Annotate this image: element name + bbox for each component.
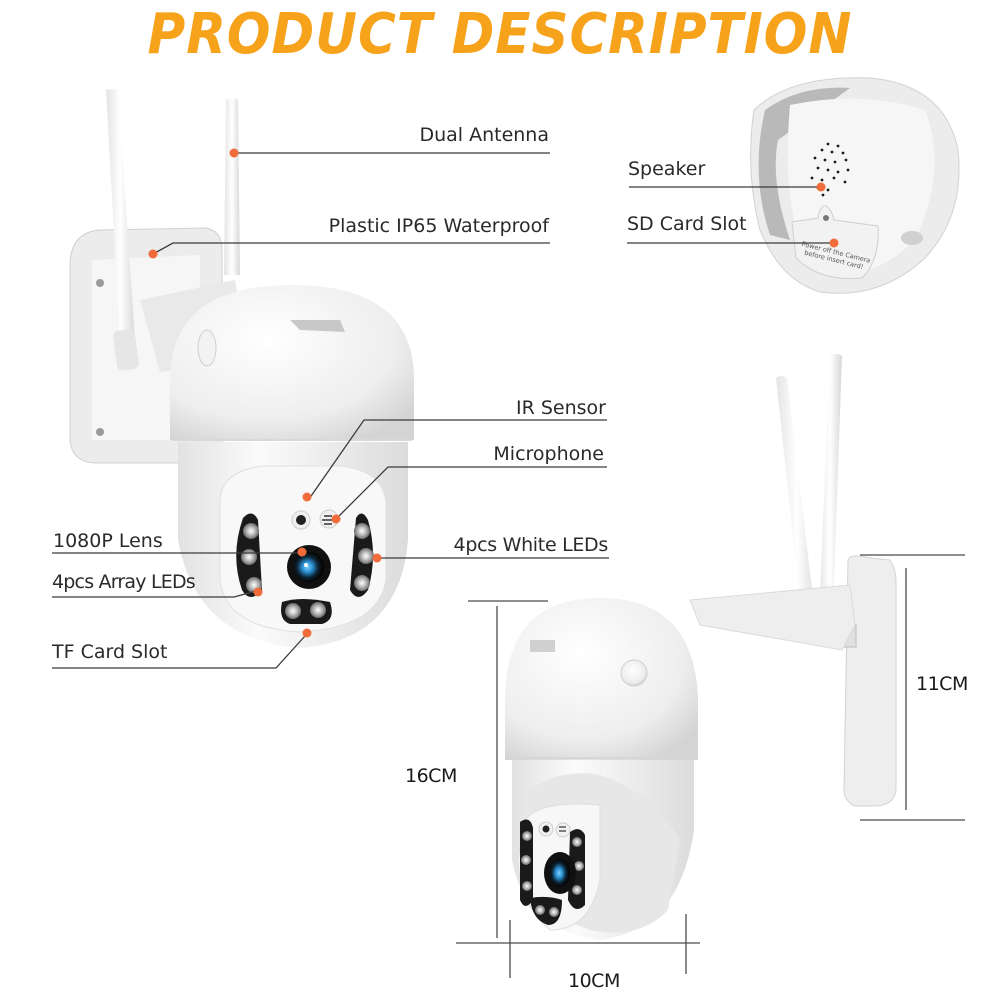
label-lens: 1080P Lens: [53, 530, 163, 552]
led-array-side: [521, 831, 584, 917]
label-speaker: Speaker: [628, 158, 706, 180]
dimension-width: 10CM: [568, 970, 620, 992]
mount-back-view: Power off the Camera before insert card!: [750, 77, 960, 294]
dimension-mount-height: 11CM: [916, 673, 968, 695]
label-white-leds: 4pcs White LEDs: [453, 534, 609, 556]
page-title: PRODUCT DESCRIPTION: [147, 2, 853, 67]
label-dual-antenna: Dual Antenna: [419, 124, 549, 146]
dimension-height: 16CM: [405, 765, 457, 787]
mount-callout-lines: [627, 186, 833, 244]
speaker-holes: [810, 142, 850, 197]
label-sd-card-slot: SD Card Slot: [627, 213, 747, 235]
led-array: [241, 523, 374, 619]
callout-dots: [148, 148, 382, 638]
callout-lines: [52, 152, 609, 669]
label-tf-card-slot: TF Card Slot: [52, 641, 168, 663]
label-microphone: Microphone: [493, 443, 604, 465]
label-array-leds: 4pcs Array LEDs: [52, 571, 196, 593]
dimension-camera: [505, 354, 897, 940]
dimension-lines: [456, 554, 965, 978]
label-waterproof: Plastic IP65 Waterproof: [328, 215, 549, 237]
label-ir-sensor: IR Sensor: [516, 397, 606, 419]
main-camera: [69, 89, 414, 648]
